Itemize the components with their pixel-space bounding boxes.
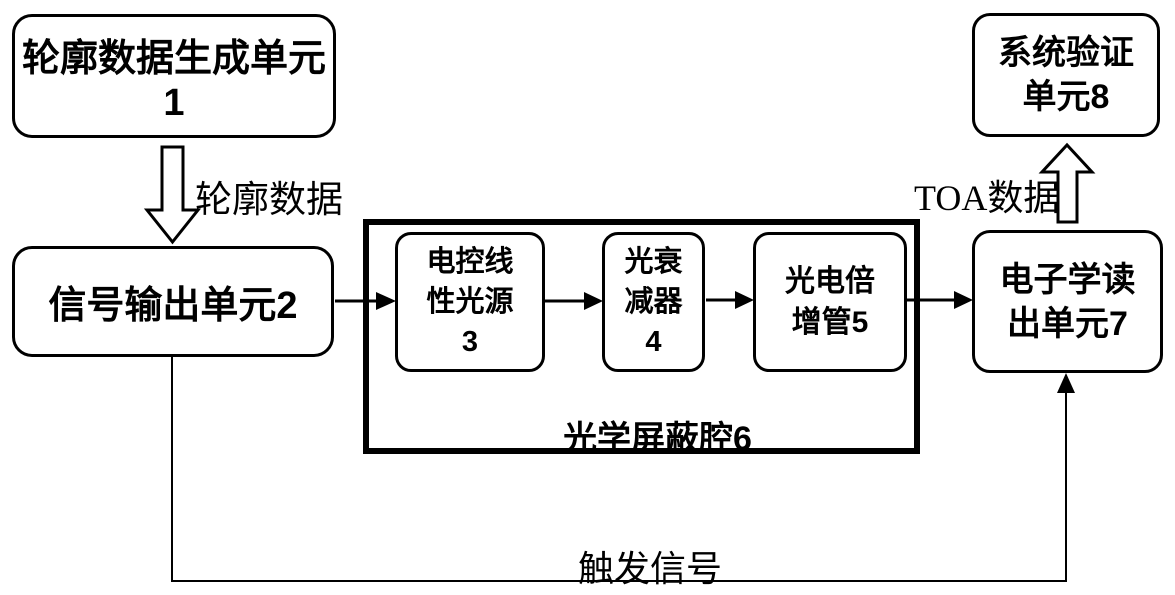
unit5-line2: 增管5 bbox=[791, 306, 869, 339]
photomultiplier-tube-box: 光电倍 增管5 bbox=[753, 232, 907, 372]
contour-data-generation-unit-box: 轮廓数据生成单元1 bbox=[12, 14, 336, 138]
system-verification-unit-box: 系统验证 单元8 bbox=[972, 13, 1160, 137]
unit3-line1: 电控线 bbox=[426, 246, 514, 278]
unit7-line1: 电子学读 bbox=[999, 260, 1136, 299]
trigger-signal-flow-label: 触发信号 bbox=[578, 549, 723, 589]
signal-output-unit-box: 信号输出单元2 bbox=[12, 246, 334, 357]
toa-data-flow-label: TOA数据 bbox=[914, 178, 1060, 218]
unit7-line2: 出单元7 bbox=[1007, 304, 1128, 343]
unit3-line2: 性光源 bbox=[426, 286, 514, 318]
unit5-line1: 光电倍 bbox=[785, 265, 875, 298]
unit3-line3: 3 bbox=[461, 326, 479, 358]
optical-shield-cavity-label: 光学屏蔽腔6 bbox=[563, 420, 752, 458]
unit4-line1: 光衰 bbox=[624, 246, 683, 278]
signal-output-unit-label: 信号输出单元2 bbox=[48, 285, 298, 327]
unit8-line2: 单元8 bbox=[1022, 78, 1110, 116]
unit8-line1: 系统验证 bbox=[998, 34, 1134, 72]
unit4-line2: 减器 bbox=[624, 286, 683, 318]
optical-attenuator-box: 光衰 减器 4 bbox=[602, 232, 705, 372]
arrow-down-hollow-icon bbox=[143, 145, 202, 245]
electric-linear-light-source-box: 电控线 性光源 3 bbox=[395, 232, 545, 372]
contour-data-flow-label: 轮廓数据 bbox=[195, 180, 343, 221]
contour-data-generation-unit-label: 轮廓数据生成单元1 bbox=[21, 38, 326, 124]
unit4-line3: 4 bbox=[645, 326, 662, 358]
electronics-readout-unit-box: 电子学读 出单元7 bbox=[972, 230, 1163, 373]
